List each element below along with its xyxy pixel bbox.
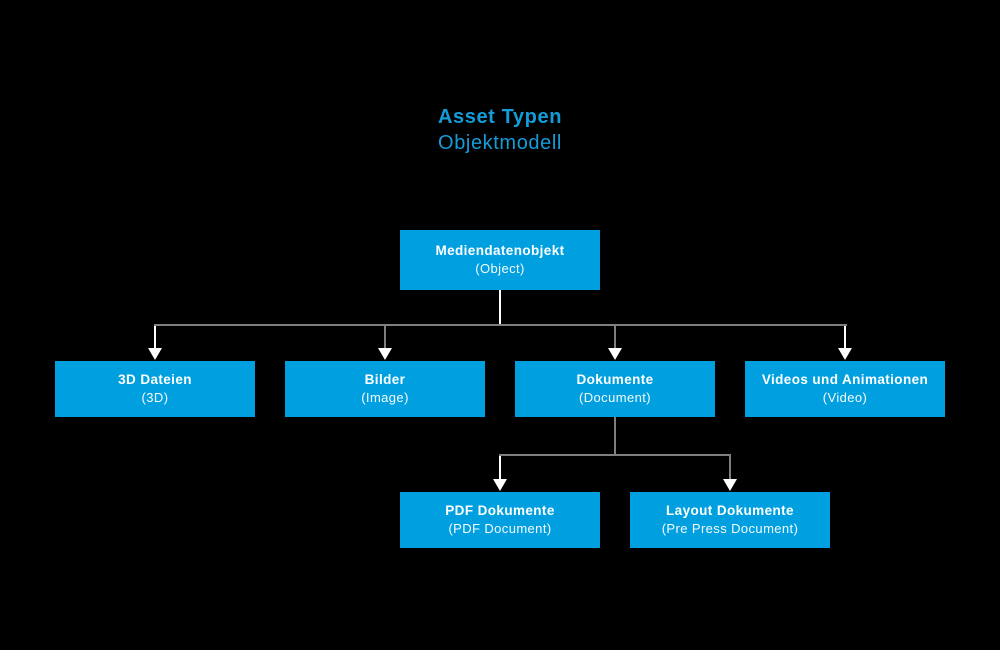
node-label: PDF Dokumente bbox=[445, 503, 555, 518]
diagram-title-block: Asset Typen Objektmodell bbox=[0, 104, 1000, 157]
arrowhead-pdf-icon bbox=[493, 479, 507, 491]
node-label: Bilder bbox=[364, 372, 406, 387]
connector-level1-horizontal bbox=[154, 324, 847, 326]
node-dokumente: Dokumente (Document) bbox=[515, 361, 715, 417]
connector-drop-bilder bbox=[384, 326, 386, 349]
arrowhead-layout-icon bbox=[723, 479, 737, 491]
connector-drop-pdf bbox=[499, 456, 501, 480]
connector-drop-dokumente bbox=[614, 326, 616, 349]
node-sublabel: (Image) bbox=[361, 390, 409, 405]
node-sublabel: (Document) bbox=[579, 390, 651, 405]
connector-drop-layout bbox=[729, 456, 731, 480]
node-label: Mediendatenobjekt bbox=[435, 243, 565, 258]
node-mediendatenobjekt: Mediendatenobjekt (Object) bbox=[400, 230, 600, 290]
connector-drop-videos bbox=[844, 326, 846, 349]
node-label: Videos und Animationen bbox=[761, 372, 929, 387]
node-bilder: Bilder (Image) bbox=[285, 361, 485, 417]
connector-dokumente-stem bbox=[614, 417, 616, 456]
node-sublabel: (Video) bbox=[822, 390, 868, 405]
node-sublabel: (PDF Document) bbox=[448, 521, 552, 536]
connector-drop-3d bbox=[154, 326, 156, 349]
diagram-subtitle: Objektmodell bbox=[438, 132, 562, 154]
connector-level2-horizontal bbox=[499, 454, 731, 456]
arrowhead-bilder-icon bbox=[378, 348, 392, 360]
node-sublabel: (3D) bbox=[141, 390, 169, 405]
node-videos-und-animationen: Videos und Animationen (Video) bbox=[745, 361, 945, 417]
diagram-title: Asset Typen bbox=[437, 106, 563, 128]
node-sublabel: (Object) bbox=[475, 261, 525, 276]
node-label: 3D Dateien bbox=[118, 372, 192, 387]
connector-root-stem bbox=[499, 290, 501, 325]
node-3d-dateien: 3D Dateien (3D) bbox=[55, 361, 255, 417]
node-pdf-dokumente: PDF Dokumente (PDF Document) bbox=[400, 492, 600, 548]
node-sublabel: (Pre Press Document) bbox=[661, 521, 799, 536]
node-layout-dokumente: Layout Dokumente (Pre Press Document) bbox=[630, 492, 830, 548]
node-label: Layout Dokumente bbox=[666, 503, 794, 518]
arrowhead-videos-icon bbox=[838, 348, 852, 360]
arrowhead-3d-icon bbox=[148, 348, 162, 360]
arrowhead-dokumente-icon bbox=[608, 348, 622, 360]
node-label: Dokumente bbox=[576, 372, 654, 387]
